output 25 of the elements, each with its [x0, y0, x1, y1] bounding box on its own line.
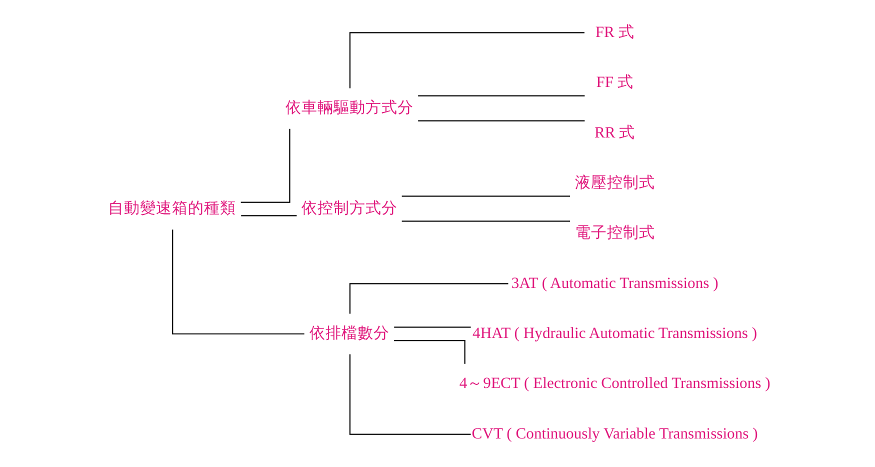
- connector: [349, 32, 584, 88]
- node-text: 依車輛驅動方式分: [285, 100, 414, 117]
- node-text: 依排檔數分: [309, 325, 390, 342]
- node-text: 電子控制式: [574, 224, 655, 242]
- connector: [402, 196, 570, 197]
- node-text: 自動變速箱的種類: [108, 200, 236, 218]
- connector: [402, 220, 570, 222]
- connector: [418, 95, 585, 96]
- node-text: 4～9ECT ( Electronic Controlled Transmissions ): [459, 375, 770, 392]
- connector: [394, 326, 471, 328]
- connector: [241, 215, 297, 216]
- node-text: CVT ( Continuously Variable Transmissions ): [472, 425, 758, 442]
- connector: [394, 340, 466, 364]
- node-text: FR 式: [595, 24, 634, 41]
- connector: [349, 283, 508, 314]
- connector: [418, 120, 585, 122]
- connector: [172, 230, 304, 334]
- node-text: 4HAT ( Hydraulic Automatic Transmissions ): [472, 325, 758, 342]
- connector: [240, 128, 290, 203]
- node-text: FF 式: [596, 74, 634, 92]
- connector: [349, 354, 471, 435]
- node-text: 依控制方式分: [301, 200, 398, 218]
- node-text: 3AT ( Automatic Transmissions ): [511, 274, 718, 292]
- node-text: RR 式: [594, 124, 636, 142]
- node-text: 液壓控制式: [574, 174, 655, 192]
